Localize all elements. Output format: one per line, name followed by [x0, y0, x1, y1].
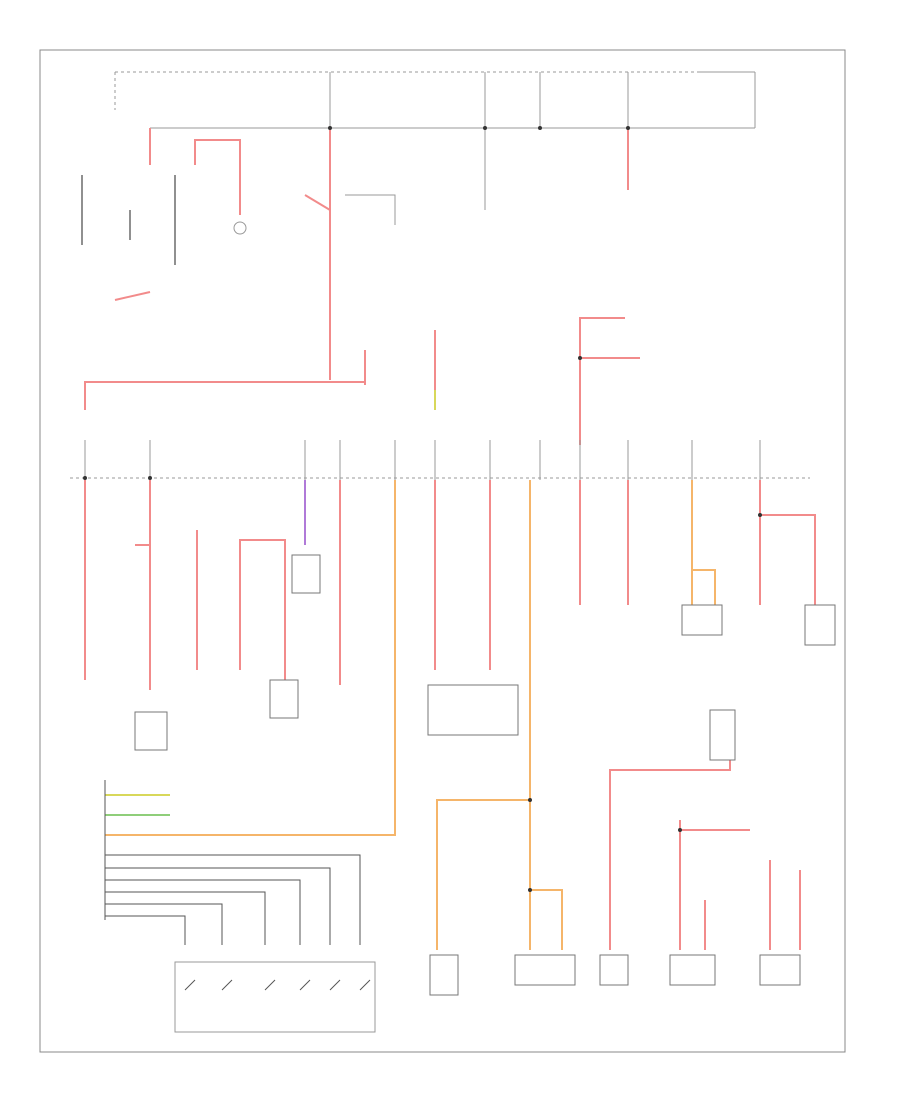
module-box-1	[134, 711, 168, 751]
modules	[134, 554, 836, 996]
upper-middle-circuit	[304, 128, 629, 380]
module-box-9	[759, 954, 801, 986]
module-box-10	[681, 604, 723, 636]
module-box-8	[669, 954, 716, 986]
top-fuse-bus	[114, 71, 756, 129]
switch-array	[184, 979, 371, 991]
module-box-7	[599, 954, 629, 986]
diagram-border	[39, 49, 846, 1053]
connector-dots	[83, 126, 762, 892]
module-box-12	[709, 709, 736, 761]
main-feed	[84, 317, 640, 445]
central-branches	[434, 480, 629, 950]
top-left-circuit	[81, 128, 241, 301]
module-box-5	[429, 954, 459, 996]
top-left-connector	[233, 221, 247, 235]
lower-left-harness	[104, 780, 376, 1033]
module-box-2	[269, 679, 299, 719]
module-box-11	[804, 604, 836, 646]
module-box-4	[427, 684, 519, 736]
lower-left-branches	[84, 480, 396, 836]
module-box-6	[514, 954, 576, 986]
module-box-3	[291, 554, 321, 594]
middle-fuse-bus	[70, 440, 810, 480]
